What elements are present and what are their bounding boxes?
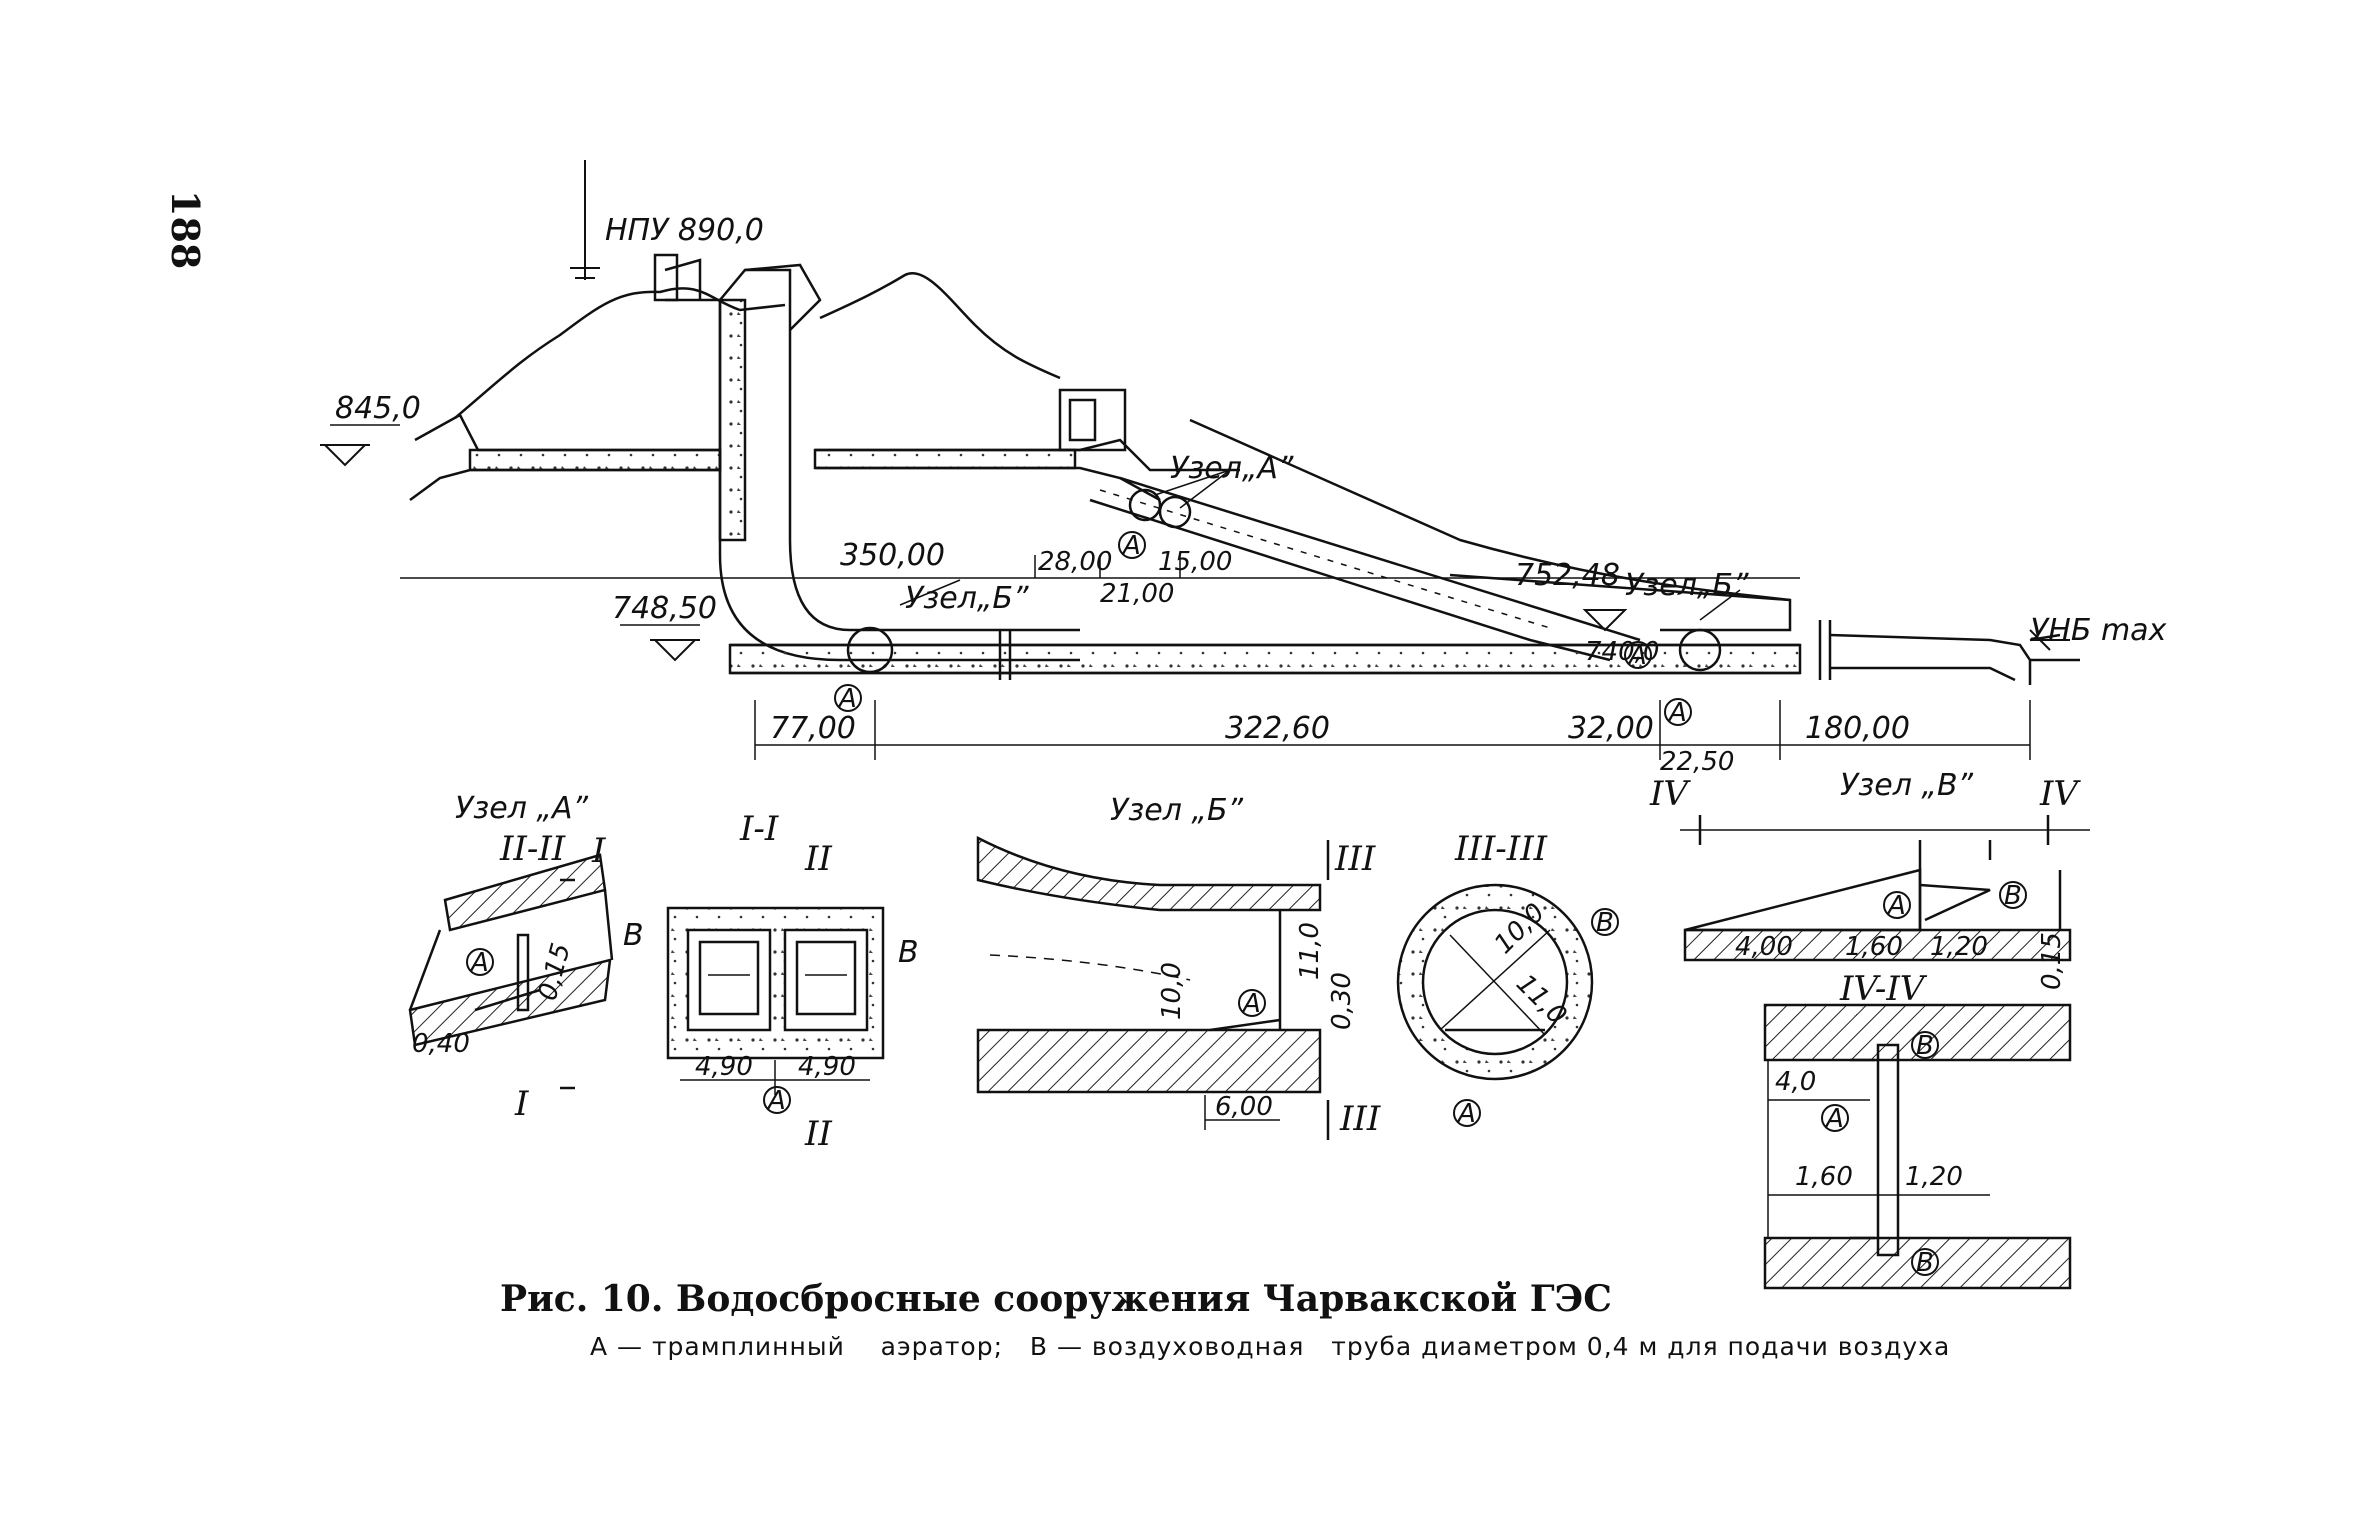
node-a-circle	[1128, 488, 1162, 522]
detail-node-v: Узел „В” IV IV 4,00 1,60 1,20 0,15 А B	[1649, 768, 2090, 990]
dim-180: 180,00	[1805, 711, 1910, 746]
section-3: III-III 10,0 11,0 B А	[1396, 829, 1619, 1129]
section-3-title: III-III	[1454, 829, 1548, 869]
dim-22: 22,50	[1660, 747, 1734, 777]
outlet	[1818, 620, 1832, 680]
detail-b-cut-top: III	[1334, 839, 1376, 879]
marker-a-4: А	[1624, 641, 1652, 671]
elev-845-label: 845,0	[335, 391, 421, 426]
svg-text:А: А	[1886, 891, 1906, 921]
hill-outline	[454, 287, 786, 419]
elev-748-label: 748,50	[612, 591, 717, 626]
detail-b-cut-bottom: III	[1339, 1099, 1381, 1139]
detail-v-marker-b: B	[1999, 881, 2027, 911]
detail-v-dim-400: 4,00	[1735, 932, 1793, 962]
svg-text:B: B	[1596, 908, 1614, 938]
svg-text:А: А	[469, 948, 489, 978]
dim-32: 32,00	[1568, 711, 1654, 746]
svg-text:А: А	[1824, 1104, 1844, 1134]
marker-a-1: А	[1118, 531, 1146, 561]
detail-v-cut-left: IV	[1649, 774, 1691, 814]
node-b2-label: Узел„Б”	[1625, 568, 1749, 603]
detail-v-dim-160: 1,60	[1845, 932, 1903, 962]
dim-15: 15,00	[1158, 547, 1232, 577]
inclined-chute-top	[1119, 476, 1641, 642]
dim-21: 21,00	[1100, 579, 1174, 609]
svg-text:А: А	[1121, 531, 1141, 561]
section-1-dim-left: 4,90	[695, 1052, 753, 1082]
profile-labels: НПУ 890,0 845,0 748,50 752,48 740,0 УНБ …	[335, 213, 2167, 777]
longitudinal-profile	[320, 160, 2080, 760]
section-1-title: I-I	[739, 809, 779, 849]
section-4-marker-b-top: B	[1911, 1031, 1939, 1061]
section-1-marker-b: B	[898, 935, 919, 970]
section-4-dim-120: 1,20	[1905, 1162, 1963, 1192]
detail-a-marker-a: А	[466, 948, 494, 978]
section-4-title: IV-IV	[1839, 969, 1928, 1009]
elev-740-label: 740,0	[1585, 637, 1659, 667]
svg-text:B: B	[2004, 881, 2022, 911]
node-b2-circle	[1678, 628, 1722, 672]
dim-322: 322,60	[1225, 711, 1330, 746]
detail-b-marker-a: А	[1238, 989, 1266, 1019]
section-1-cut-bottom: II	[804, 1114, 832, 1154]
detail-a-dim-040: 0,40	[412, 1029, 470, 1059]
section-4-dim-160: 1,60	[1795, 1162, 1853, 1192]
detail-a-cut-bottom: I	[514, 1084, 529, 1124]
dim-28: 28,00	[1038, 547, 1112, 577]
section-3-marker-a: А	[1453, 1099, 1481, 1129]
svg-text:А: А	[1627, 641, 1647, 671]
svg-text:А: А	[837, 684, 857, 714]
detail-node-b: Узел „Б” III III 10,0 11,0 0,30 6,00 А	[976, 793, 1381, 1140]
detail-a-section: II-II	[499, 829, 566, 869]
detail-node-a: Узел „А” II-II I I А B 0,15 0,40	[408, 791, 644, 1124]
detail-b-dim-11: 11,0	[1295, 922, 1325, 980]
svg-text:А: А	[766, 1086, 786, 1116]
section-4-dim-40: 4,0	[1775, 1067, 1816, 1097]
marker-a-2: А	[834, 684, 862, 714]
detail-a-marker-b: B	[623, 918, 644, 953]
gate-chamber	[1058, 388, 1127, 452]
svg-text:B: B	[1916, 1248, 1934, 1278]
svg-text:А: А	[1667, 698, 1687, 728]
section-1-marker-a: А	[763, 1086, 791, 1116]
svg-text:А: А	[1241, 989, 1261, 1019]
section-1-dim-right: 4,90	[798, 1052, 856, 1082]
section-1-cut-top: II	[804, 839, 832, 879]
detail-v-dim-120: 1,20	[1930, 932, 1988, 962]
detail-v-marker-a: А	[1883, 891, 1911, 921]
detail-a-title: Узел „А”	[455, 791, 588, 826]
marker-a-3: А	[1664, 698, 1692, 728]
unb-label: УНБ max	[2030, 613, 2167, 648]
section-4-marker-a: А	[1821, 1104, 1849, 1134]
detail-v-cut-right: IV	[2039, 774, 2081, 814]
section-4: IV-IV 4,0 1,60 1,20 А B B	[1763, 969, 2072, 1290]
section-1: I-I II II B 4,90 4,90 А	[666, 809, 919, 1154]
node-a-label: Узел„А”	[1170, 451, 1294, 486]
detail-v-dim-015: 0,15	[2037, 932, 2067, 990]
dim-350: 350,00	[840, 538, 945, 573]
detail-v-title: Узел „В”	[1840, 768, 1974, 803]
detail-b-dim-030: 0,30	[1327, 972, 1357, 1030]
section-4-marker-b-bottom: B	[1911, 1248, 1939, 1278]
figure-caption-title: Рис. 10. Водосбросные сооружения Чарвакс…	[500, 1278, 1612, 1320]
detail-b-title: Узел „Б”	[1110, 793, 1244, 828]
dim-77: 77,00	[770, 711, 856, 746]
slope-line	[1189, 418, 1791, 602]
elev-752-label: 752,48	[1515, 558, 1620, 593]
main-tunnel	[728, 643, 1802, 675]
npu-label: НПУ 890,0	[605, 213, 764, 248]
detail-b-dim-10: 10,0	[1157, 962, 1187, 1020]
node-b-circle	[846, 626, 894, 674]
vertical-shaft-inner	[745, 268, 1080, 632]
node-b-label: Узел„Б”	[905, 581, 1029, 616]
hill-outline-right	[819, 272, 1061, 380]
svg-text:B: B	[1916, 1031, 1934, 1061]
svg-text:А: А	[1456, 1099, 1476, 1129]
section-3-marker-b: B	[1591, 908, 1619, 938]
detail-b-dim-600: 6,00	[1215, 1092, 1273, 1122]
figure-caption-legend: A — трамплинный аэратор; B — воздуховодн…	[590, 1332, 1951, 1361]
